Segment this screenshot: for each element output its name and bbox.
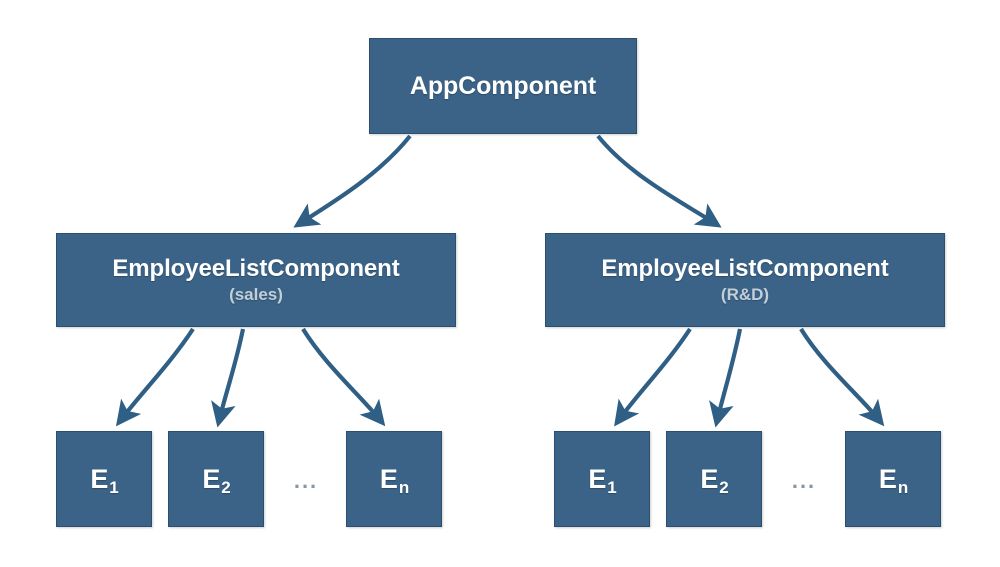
employee-letter: E (379, 463, 398, 494)
employee-letter: E (700, 463, 719, 494)
arrow-app-to-sales (293, 134, 412, 228)
employee-letter: E (90, 463, 109, 494)
app-component-label: AppComponent (409, 71, 597, 100)
employee-list-rnd-label: EmployeeListComponent (601, 254, 889, 282)
employee-list-sales-sublabel: (sales) (229, 285, 283, 305)
employee-index: 2 (221, 477, 231, 497)
employee-index: 2 (719, 477, 729, 497)
arrow-sales-to-en (301, 327, 386, 427)
ellipsis-rnd: ... (791, 468, 817, 493)
employee-list-sales-label: EmployeeListComponent (112, 254, 400, 282)
arrow-rnd-to-e1 (614, 327, 692, 427)
employee-letter: E (878, 463, 897, 494)
node-employee-list-rnd[interactable]: EmployeeListComponent (R&D) (545, 233, 945, 327)
arrow-rnd-to-e2 (709, 328, 743, 428)
employee-letter: E (588, 463, 607, 494)
node-app-component[interactable]: AppComponent (369, 38, 637, 134)
node-employee-list-sales[interactable]: EmployeeListComponent (sales) (56, 233, 456, 327)
ellipsis-sales: ... (293, 468, 319, 493)
arrow-sales-to-e1 (115, 327, 195, 427)
employee-index: n (398, 477, 410, 497)
arrow-sales-to-e2 (211, 328, 246, 428)
arrow-app-to-rnd (596, 134, 722, 228)
employee-list-rnd-sublabel: (R&D) (720, 285, 770, 305)
employee-index: 1 (109, 477, 119, 497)
arrow-rnd-to-en (799, 327, 885, 427)
employee-index: 1 (607, 477, 617, 497)
employee-letter: E (202, 463, 221, 494)
employee-index: n (897, 477, 909, 497)
